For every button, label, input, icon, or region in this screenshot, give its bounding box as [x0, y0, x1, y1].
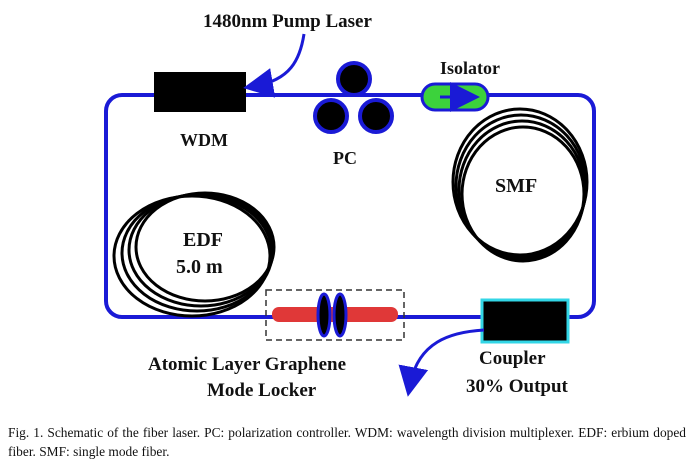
edf-length-label: 5.0 m	[176, 256, 223, 278]
fiber-laser-schematic: 1480nm Pump Laser Isolator WDM PC SMF ED…	[104, 11, 596, 400]
smf-coil	[451, 107, 589, 263]
graphene-connectors	[316, 292, 348, 338]
pump-laser-label: 1480nm Pump Laser	[203, 11, 372, 32]
coupler-output-label: 30% Output	[466, 376, 569, 397]
pump-arrow	[243, 33, 306, 98]
edf-label: EDF	[183, 229, 223, 251]
graphene-dashed-box	[265, 289, 405, 341]
isolator-label: Isolator	[440, 58, 500, 78]
wdm-label: WDM	[180, 130, 228, 150]
graphene-label-line2: Mode Locker	[207, 380, 317, 400]
graphene-label-line1: Atomic Layer Graphene	[148, 354, 346, 375]
coupler-label: Coupler	[479, 348, 546, 369]
coupler-box	[480, 298, 570, 344]
wdm-box	[154, 72, 246, 112]
figure-caption: Fig. 1. Schematic of the fiber laser. PC…	[8, 425, 686, 459]
polarization-controller	[313, 61, 394, 134]
edf-coil	[112, 191, 276, 318]
output-arrow	[398, 328, 485, 397]
smf-label: SMF	[495, 175, 537, 197]
pc-label: PC	[333, 148, 357, 168]
